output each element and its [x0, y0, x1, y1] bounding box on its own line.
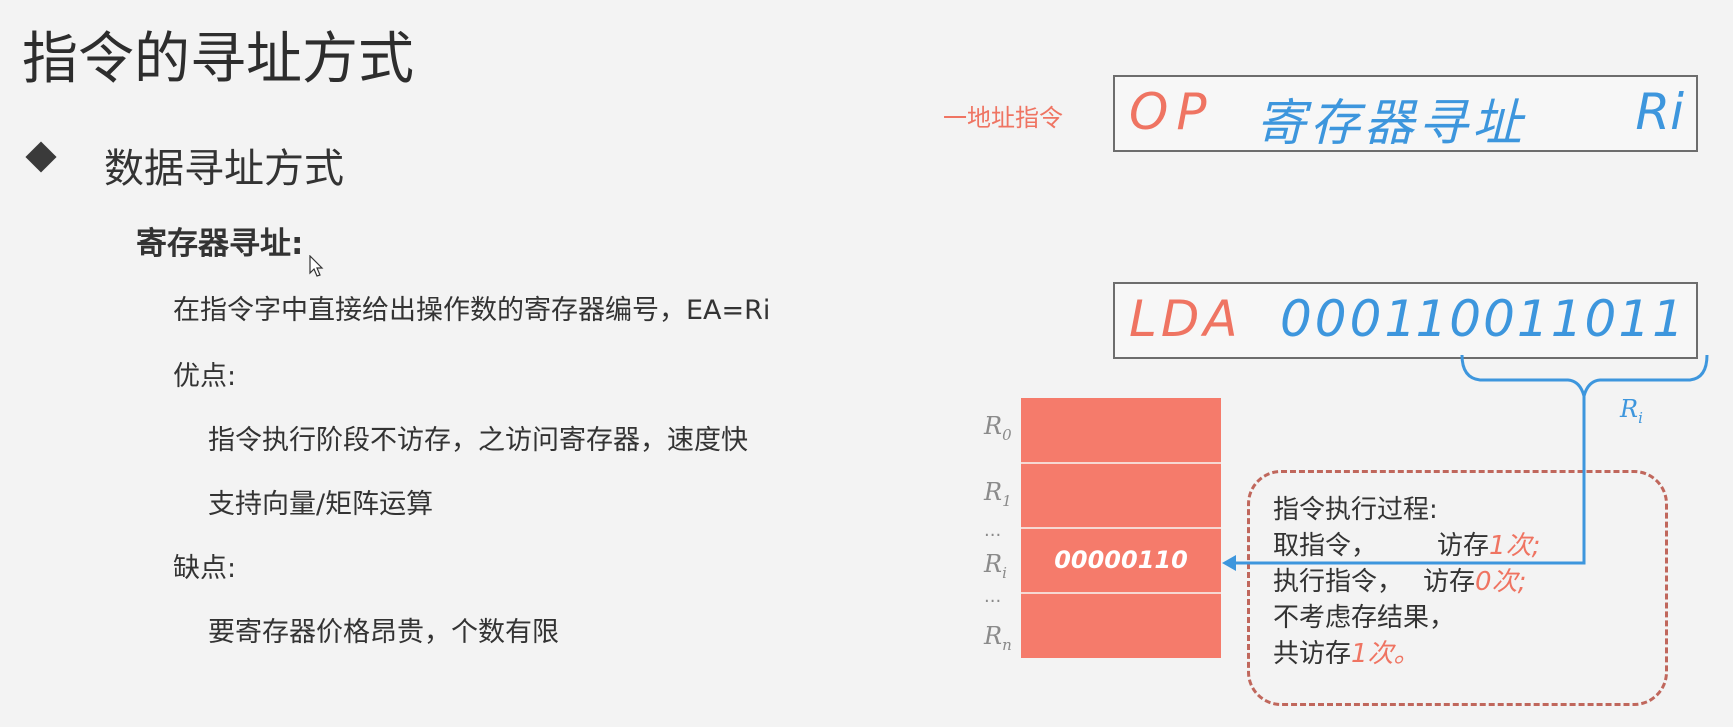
example-opcode: LDA — [1129, 290, 1242, 348]
process-title: 指令执行过程: — [1273, 495, 1438, 525]
register-label-ri: Ri — [984, 550, 1007, 582]
instruction-format-box: OP 寄存器寻址 Ri — [1113, 75, 1698, 152]
subsection-heading: 寄存器寻址: — [136, 226, 304, 262]
process-execute: 执行指令，访存0次; — [1273, 567, 1527, 597]
process-note: 不考虑存结果， — [1273, 603, 1456, 633]
register-value: 00000110 — [1054, 546, 1188, 574]
register-label-r0: R0 — [984, 412, 1012, 444]
pro-item: 指令执行阶段不访存，之访问寄存器，速度快 — [208, 425, 748, 456]
register-divider — [1021, 462, 1221, 464]
process-fetch: 取指令，访存1次; — [1273, 531, 1541, 561]
definition-text: 在指令字中直接给出操作数的寄存器编号，EA=Ri — [173, 295, 771, 326]
process-total: 共访存1次。 — [1273, 639, 1420, 669]
section-heading: 数据寻址方式 — [104, 146, 344, 192]
register-divider — [1021, 592, 1221, 594]
register-label-rn: Rn — [984, 622, 1012, 654]
register-label-r1: R1 — [984, 478, 1012, 510]
register-ellipsis: ... — [984, 586, 1002, 607]
mouse-cursor-icon — [309, 255, 324, 277]
register-divider — [1021, 527, 1221, 529]
pros-label: 优点: — [173, 361, 237, 392]
example-mode-bits: 0001 — [1280, 290, 1420, 348]
register-ellipsis: ... — [984, 520, 1002, 541]
page-title: 指令的寻址方式 — [22, 27, 414, 92]
arrow-icon — [1222, 555, 1236, 571]
example-instruction-box: LDA 0001 10011011 — [1113, 282, 1698, 359]
opcode-field: OP — [1129, 83, 1215, 141]
process-box — [1247, 470, 1668, 706]
mode-field: 寄存器寻址 — [1256, 94, 1526, 152]
arrow-line — [1228, 396, 1586, 565]
example-address-bits: 10011011 — [1415, 290, 1686, 348]
brace-icon — [1460, 354, 1709, 402]
cons-label: 缺点: — [173, 553, 237, 584]
register-file — [1021, 398, 1221, 658]
operand-field: Ri — [1635, 83, 1684, 141]
pro-item: 支持向量/矩阵运算 — [208, 489, 434, 520]
brace-label: Ri — [1620, 395, 1643, 427]
con-item: 要寄存器价格昂贵，个数有限 — [208, 617, 559, 648]
instruction-format-label: 一地址指令 — [943, 104, 1063, 132]
